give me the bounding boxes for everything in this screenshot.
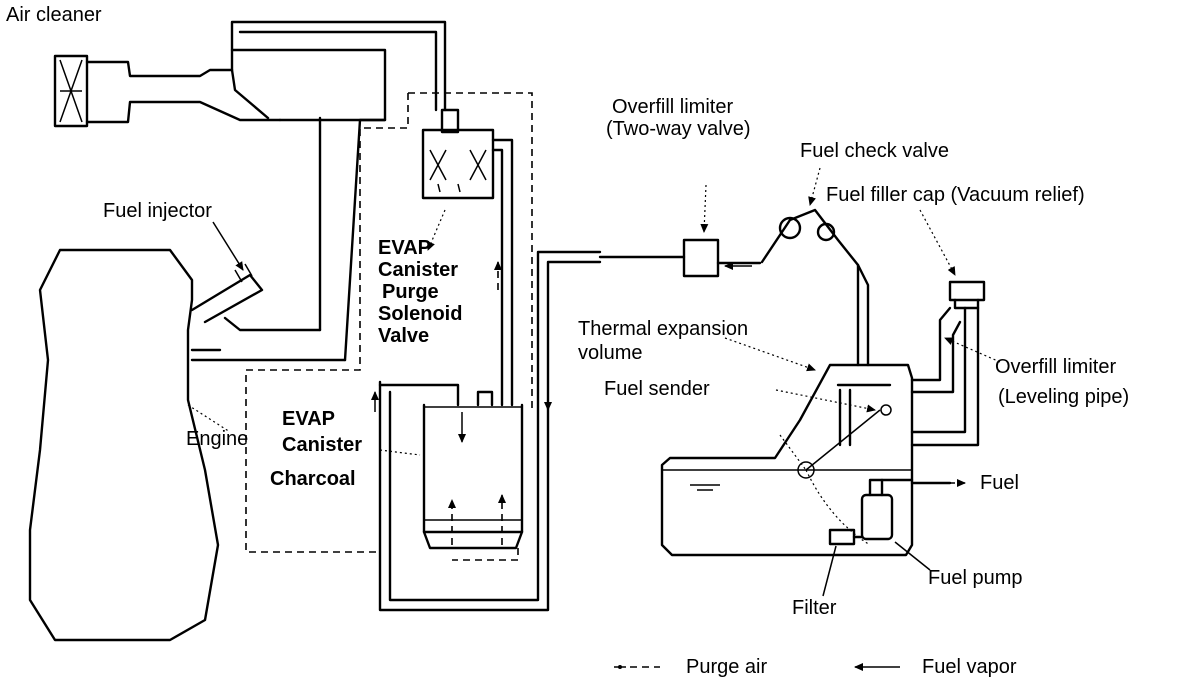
label-thermal-1: Thermal expansion <box>578 318 749 340</box>
leveling-pipe <box>910 209 1001 447</box>
label-evap-valve-1: EVAP <box>378 237 431 259</box>
label-fuel-filler-cap: Fuel filler cap (Vacuum relief) <box>826 184 1085 206</box>
label-fuel: Fuel <box>980 472 1019 494</box>
fuel-check-valve <box>760 167 870 367</box>
label-evap-valve-5: Valve <box>378 325 430 347</box>
legend-fuel-vapor-label: Fuel vapor <box>922 656 1017 678</box>
label-evap-valve-4: Solenoid <box>378 303 463 325</box>
purge-solenoid-valve <box>421 108 495 251</box>
label-overfill-leveling-2: (Leveling pipe) <box>998 386 1130 408</box>
air-cleaner <box>53 54 282 128</box>
label-fuel-injector: Fuel injector <box>103 200 212 222</box>
label-evap-valve-2: Canister <box>378 259 459 281</box>
fuel-injector <box>190 221 322 332</box>
label-fuel-check-valve: Fuel check valve <box>800 140 949 162</box>
label-evap-canister-2: Canister <box>282 434 363 456</box>
label-evap-valve-3: Purge <box>382 281 439 303</box>
label-overfill-twoway-2: (Two-way valve) <box>606 118 751 140</box>
fuel-pump <box>822 478 966 597</box>
label-evap-canister-1: EVAP <box>282 408 335 430</box>
evap-canister <box>371 138 602 612</box>
label-charcoal: Charcoal <box>270 468 356 490</box>
legend-purge-air-label: Purge air <box>686 656 768 678</box>
two-way-valve <box>598 184 762 278</box>
engine-block <box>28 248 347 642</box>
fuel-tank <box>660 337 914 557</box>
legend-purge-air-symbol <box>614 665 660 669</box>
label-overfill-twoway-1: Overfill limiter <box>612 96 734 118</box>
label-filter: Filter <box>792 597 837 619</box>
label-fuel-pump: Fuel pump <box>928 567 1023 589</box>
label-overfill-leveling-1: Overfill limiter <box>995 356 1117 378</box>
purge-air-path <box>245 92 533 553</box>
intake-duct <box>230 20 447 362</box>
label-engine: Engine <box>186 428 249 450</box>
label-fuel-sender: Fuel sender <box>604 378 710 400</box>
label-air-cleaner: Air cleaner <box>6 4 102 26</box>
label-thermal-2: volume <box>578 342 643 364</box>
